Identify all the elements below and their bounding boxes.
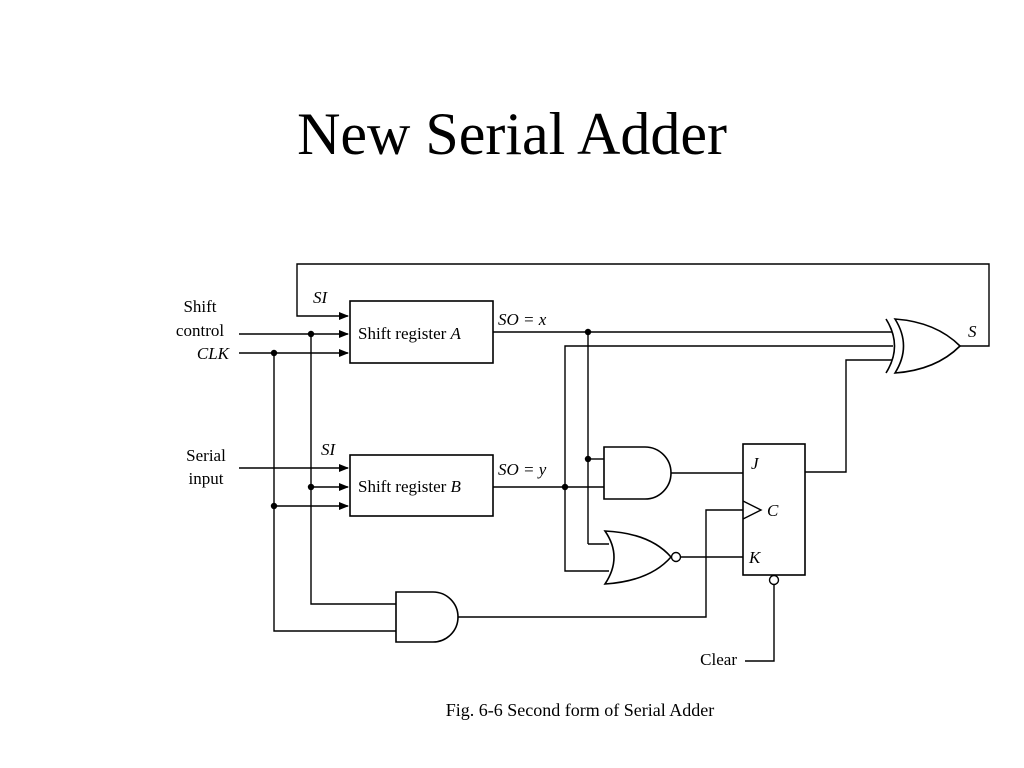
junction-dot bbox=[270, 502, 278, 510]
clock-input-triangle bbox=[742, 500, 763, 520]
sum-label: S bbox=[968, 322, 977, 341]
clear-wire bbox=[745, 585, 775, 662]
c-label: C bbox=[767, 501, 779, 520]
shift-register-a bbox=[349, 300, 494, 364]
junction-dot bbox=[307, 483, 315, 491]
xor-gate bbox=[885, 318, 962, 374]
shift-register-b-label: Shift register B bbox=[358, 477, 462, 496]
and-gate-xy bbox=[603, 446, 672, 500]
junction-dot bbox=[584, 455, 592, 463]
carry-feedback-wire bbox=[805, 359, 892, 473]
j-label: J bbox=[751, 454, 760, 473]
shift-control-label-2: control bbox=[176, 321, 224, 340]
so-x-label: SO = x bbox=[498, 310, 547, 329]
shift-control-label-1: Shift bbox=[183, 297, 216, 316]
shift-register-a-label: Shift register A bbox=[358, 324, 462, 343]
shift-control-bus bbox=[310, 334, 396, 605]
y-to-xor-wire bbox=[564, 345, 893, 572]
si-label-b: SI bbox=[321, 440, 337, 459]
shift-register-b bbox=[349, 454, 494, 517]
so-y-label: SO = y bbox=[498, 460, 547, 479]
serial-input-label-2: input bbox=[189, 469, 224, 488]
slide-title: New Serial Adder bbox=[297, 101, 727, 167]
clear-label: Clear bbox=[700, 650, 737, 669]
clk-bus bbox=[273, 353, 396, 632]
nor-inversion-bubble bbox=[670, 551, 682, 563]
and-gate-clock bbox=[395, 591, 459, 643]
clear-inversion-bubble bbox=[768, 574, 780, 586]
k-label: K bbox=[748, 548, 762, 567]
nor-gate bbox=[603, 530, 673, 585]
figure-caption: Fig. 6-6 Second form of Serial Adder bbox=[446, 700, 714, 720]
si-label-a: SI bbox=[313, 288, 329, 307]
junction-dot bbox=[307, 330, 315, 338]
feedback-wire bbox=[296, 263, 990, 347]
junction-dot bbox=[270, 349, 278, 357]
gated-clock-wire bbox=[458, 509, 743, 618]
clk-label: CLK bbox=[197, 344, 231, 363]
serial-input-label-1: Serial bbox=[186, 446, 226, 465]
junction-dot bbox=[584, 328, 592, 336]
